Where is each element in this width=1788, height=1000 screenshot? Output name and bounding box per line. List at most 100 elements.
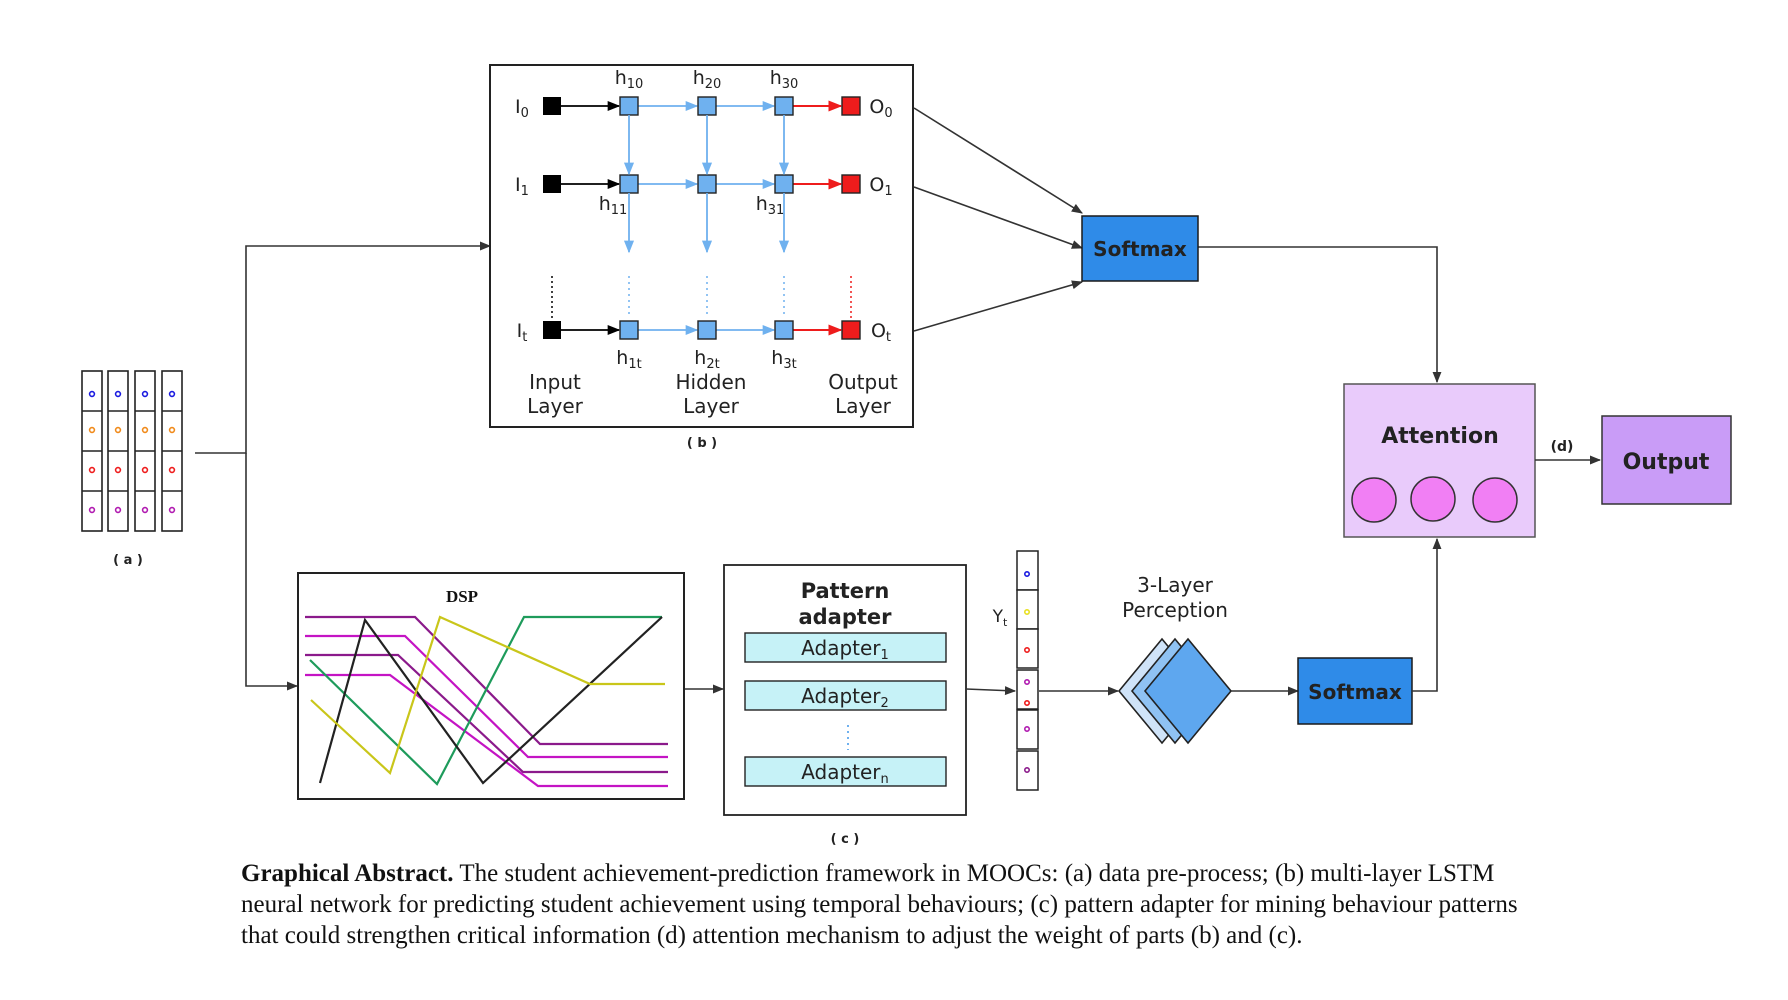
- node-label: h3t: [771, 347, 796, 372]
- hidden-node: [619, 174, 639, 194]
- adapter-label: Adapter1: [801, 636, 889, 663]
- softmax-bottom: Softmax: [1297, 657, 1413, 725]
- attention-to-output: (d): [1535, 439, 1602, 465]
- svg-text:Yt: Yt: [992, 607, 1008, 629]
- yt-dot: [1024, 646, 1031, 653]
- perception-3-layer: 3-Layer Perception: [1117, 573, 1233, 745]
- yt-cell: [1016, 669, 1039, 710]
- node-label: h10: [615, 67, 644, 92]
- hidden-node: [774, 320, 794, 340]
- connector-lines: [195, 241, 492, 691]
- hidden-node: [619, 96, 639, 116]
- node-label: I1: [515, 174, 529, 199]
- output-node: [841, 320, 861, 340]
- yt-vector: Yt: [992, 550, 1039, 791]
- layer-label: Layer: [835, 394, 892, 418]
- caption: Graphical Abstract. The student achievem…: [241, 858, 1541, 951]
- hidden-node: [619, 320, 639, 340]
- output-node: [841, 96, 861, 116]
- yt-dot: [1024, 678, 1031, 685]
- hidden-node: [697, 174, 717, 194]
- attention-box: Attention: [1343, 383, 1536, 538]
- hidden-node: [774, 174, 794, 194]
- svg-text:(d): (d): [1551, 439, 1574, 455]
- output-box: Output: [1601, 415, 1732, 505]
- svg-text:3-Layer: 3-Layer: [1137, 573, 1213, 597]
- svg-text:Perception: Perception: [1122, 598, 1228, 622]
- node-label: O0: [869, 96, 892, 121]
- yt-cell: [1016, 550, 1039, 591]
- svg-text:Attention: Attention: [1381, 424, 1498, 449]
- attention-circle: [1472, 477, 1518, 523]
- matrix-dot: [88, 466, 96, 474]
- matrix-dot: [88, 390, 96, 398]
- node-label: h1t: [616, 347, 641, 372]
- yt-dot: [1024, 766, 1031, 773]
- hidden-node: [697, 96, 717, 116]
- node-label: h30: [770, 67, 799, 92]
- matrix-dot: [141, 506, 149, 514]
- adapter-label: Adaptern: [801, 760, 889, 787]
- svg-text:Softmax: Softmax: [1093, 237, 1187, 261]
- caption-title: Graphical Abstract.: [241, 860, 454, 887]
- matrix-dot: [88, 426, 96, 434]
- node-label: h31: [756, 193, 785, 218]
- matrix-dot: [141, 466, 149, 474]
- matrix-dot: [168, 426, 176, 434]
- attention-circle: [1351, 477, 1397, 523]
- softmax-to-attention-arrow: [1412, 537, 1442, 692]
- node-label: O1: [869, 174, 892, 199]
- matrix-dot: [114, 426, 122, 434]
- adapter-label: Adapter2: [801, 684, 889, 711]
- node-label: h20: [693, 67, 722, 92]
- adapter-to-yt-arrow: [965, 686, 1017, 696]
- yt-dot: [1024, 608, 1031, 615]
- svg-text:Output: Output: [1623, 450, 1710, 475]
- node-label: Ot: [871, 320, 891, 345]
- matrix-dot: [114, 466, 122, 474]
- lstm-panel: [489, 64, 914, 428]
- matrix-dot: [114, 506, 122, 514]
- yt-cell: [1016, 709, 1039, 750]
- panel-label-c: ( c ): [831, 832, 860, 847]
- matrix-dot: [168, 506, 176, 514]
- input-node: [543, 321, 561, 339]
- layer-label: Hidden: [676, 370, 747, 394]
- attention-circle: [1410, 476, 1456, 522]
- matrix-dot: [88, 506, 96, 514]
- panel-label-a: ( a ): [113, 553, 143, 568]
- matrix-dot: [141, 390, 149, 398]
- layer-label: Output: [828, 370, 898, 394]
- layer-label: Input: [529, 370, 581, 394]
- output-node: [841, 174, 861, 194]
- svg-text:DSP: DSP: [446, 587, 478, 606]
- softmax-top: Softmax: [1081, 215, 1199, 282]
- layer-label: Layer: [527, 394, 584, 418]
- dsp-panel: DSP: [297, 572, 685, 800]
- input-node: [543, 97, 561, 115]
- svg-text:Softmax: Softmax: [1308, 680, 1402, 704]
- hidden-node: [774, 96, 794, 116]
- matrix-dot: [168, 390, 176, 398]
- layer-label: Layer: [683, 394, 740, 418]
- data-matrix: [81, 370, 183, 532]
- input-node: [543, 175, 561, 193]
- node-label: I0: [515, 96, 529, 121]
- yt-dot: [1024, 725, 1031, 732]
- panel-label-b: ( b ): [687, 436, 717, 451]
- caption-text: The student achievement-prediction frame…: [241, 860, 1518, 949]
- adapter-box: [744, 632, 947, 663]
- node-label: It: [517, 320, 528, 345]
- svg-text:Pattern: Pattern: [801, 579, 890, 603]
- matrix-dot: [114, 390, 122, 398]
- lstm-to-softmax-arrows: [913, 107, 1442, 384]
- yt-dot: [1024, 699, 1031, 706]
- adapter-box: [744, 756, 947, 787]
- yt-cell: [1016, 750, 1039, 791]
- node-label: h11: [599, 193, 628, 218]
- node-label: h2t: [694, 347, 719, 372]
- yt-dot: [1024, 570, 1031, 577]
